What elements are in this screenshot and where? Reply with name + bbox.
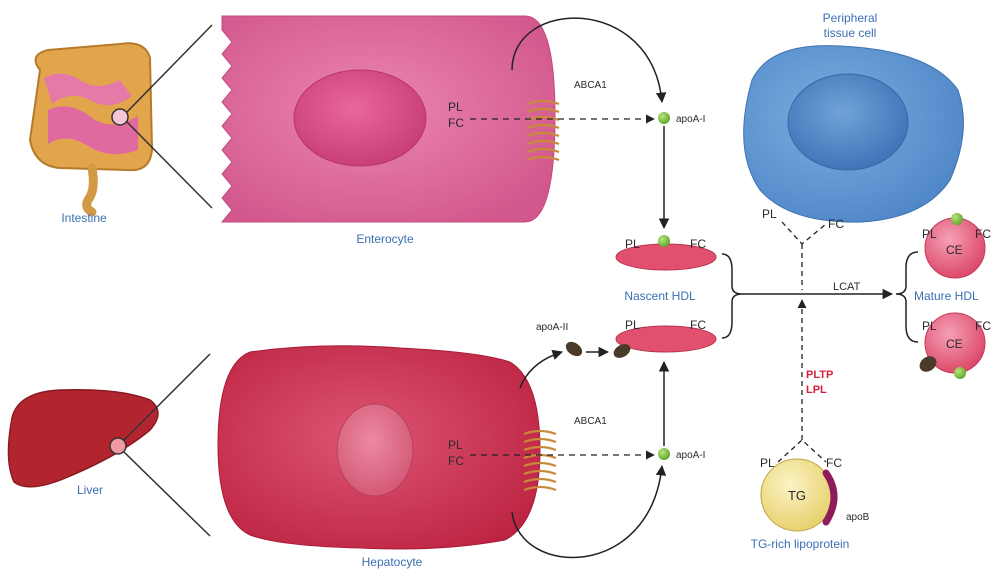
pltp-label: PLTP: [806, 369, 833, 381]
enterocyte-label: Enterocyte: [356, 232, 414, 246]
liver-organ: [8, 390, 158, 487]
apob-label: apoB: [846, 512, 870, 523]
tg-label: TG: [788, 488, 806, 503]
mature-bottom-ce: CE: [946, 337, 963, 351]
mature-hdl-bottom-apoa1: [954, 367, 966, 379]
lcat-label: LCAT: [833, 281, 861, 293]
enterocyte-fc: FC: [448, 116, 464, 130]
peripheral-nucleus: [788, 74, 908, 170]
liver-zoom-line-bottom: [124, 452, 210, 536]
nascent-bottom-fc: FC: [690, 318, 706, 332]
apoa1-bottom-particle: [658, 448, 670, 460]
mature-hdl-label: Mature HDL: [914, 289, 979, 303]
nascent-bottom-pl: PL: [625, 318, 640, 332]
mature-hdl-top-apoa1: [951, 213, 963, 225]
nascent-top-fc: FC: [690, 237, 706, 251]
enterocyte-nucleus: [294, 70, 426, 166]
peripheral-label-2: tissue cell: [824, 26, 877, 40]
liver-zoom-circle: [110, 438, 126, 454]
apoa1-top-label: apoA-I: [676, 114, 705, 125]
nascent-hdl-top-apoa1: [658, 235, 670, 247]
mature-top-fc: FC: [975, 227, 991, 241]
nascent-top-pl: PL: [625, 237, 640, 251]
hepatocyte-nucleus: [337, 404, 413, 496]
nascent-hdl-label: Nascent HDL: [624, 289, 696, 303]
apoa1-top-particle: [658, 112, 670, 124]
nascent-bracket: [722, 254, 742, 338]
apoa2-label: apoA-II: [536, 322, 568, 333]
lpl-label: LPL: [806, 384, 827, 396]
mature-bottom-fc: FC: [975, 319, 991, 333]
hepatocyte-label: Hepatocyte: [362, 555, 423, 569]
peripheral-pl: PL: [762, 207, 777, 221]
mature-top-pl: PL: [922, 227, 937, 241]
hepatocyte-fc: FC: [448, 454, 464, 468]
apoa1-bottom-label: apoA-I: [676, 450, 705, 461]
intestine-label: Intestine: [61, 211, 107, 225]
abca1-top-label: ABCA1: [574, 80, 607, 91]
peripheral-efflux-dash: [782, 222, 826, 290]
mature-top-ce: CE: [946, 243, 963, 257]
mature-bottom-pl: PL: [922, 319, 937, 333]
tg-efflux-dash: [778, 440, 826, 462]
liver-label: Liver: [77, 483, 103, 497]
peripheral-label-1: Peripheral: [823, 11, 878, 25]
peripheral-fc: FC: [828, 217, 844, 231]
apoa2-particle: [563, 339, 585, 359]
intestine-zoom-circle: [112, 109, 128, 125]
intestine-organ: [30, 43, 152, 212]
hepatocyte-pl: PL: [448, 438, 463, 452]
tg-rich-label: TG-rich lipoprotein: [751, 537, 850, 551]
tg-fc: FC: [826, 456, 842, 470]
enterocyte-pl: PL: [448, 100, 463, 114]
abca1-bottom-label: ABCA1: [574, 416, 607, 427]
